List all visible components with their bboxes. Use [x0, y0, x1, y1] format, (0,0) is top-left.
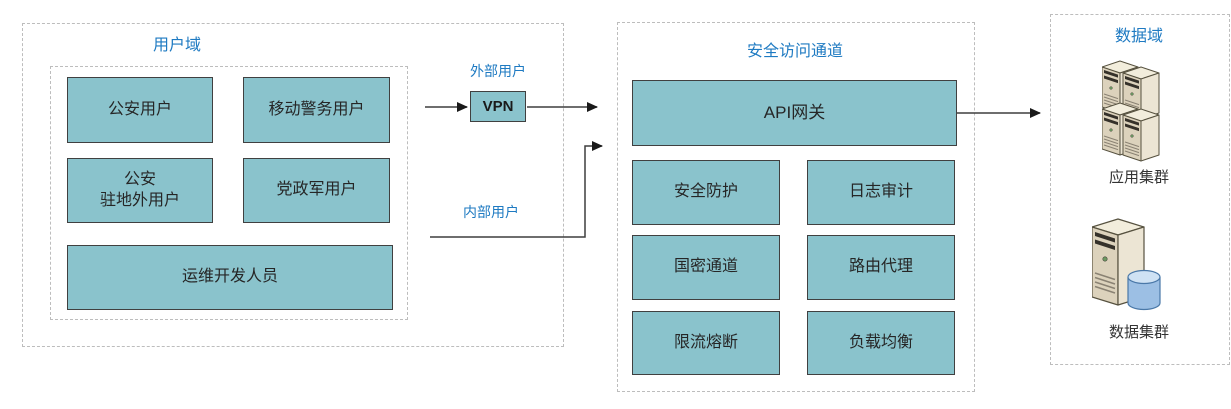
box-security-protection: 安全防护 — [632, 160, 780, 225]
box-public-security-users: 公安用户 — [67, 77, 213, 143]
data-domain-title: 数据域 — [1114, 28, 1163, 45]
box-national-crypto-channel: 国密通道 — [632, 235, 780, 300]
vpn-box: VPN — [470, 91, 526, 122]
internal-users-label: 内部用户 — [463, 204, 519, 220]
box-mobile-police-users: 移动警务用户 — [243, 77, 390, 143]
database-server-icon — [1092, 218, 1161, 311]
data-cluster-label: 数据集群 — [1108, 324, 1169, 341]
user-domain-inner-container — [50, 66, 408, 320]
gateway-domain-title: 安全访问通道 — [746, 43, 843, 60]
box-rate-limit-circuit-break: 限流熔断 — [632, 311, 780, 375]
user-domain-title: 用户域 — [152, 37, 201, 54]
box-log-audit: 日志审计 — [807, 160, 955, 225]
data-domain-container — [1050, 14, 1230, 365]
box-routing-proxy: 路由代理 — [807, 235, 955, 300]
box-api-gateway: API网关 — [632, 80, 957, 146]
app-cluster-label: 应用集群 — [1108, 169, 1169, 186]
box-offsite-public-security-users: 公安 驻地外用户 — [67, 158, 213, 223]
box-ops-dev-personnel: 运维开发人员 — [67, 245, 393, 310]
box-load-balance: 负载均衡 — [807, 311, 955, 375]
external-users-label: 外部用户 — [470, 63, 526, 79]
server-cluster-icon — [1102, 60, 1160, 162]
gateway-domain-container — [617, 22, 975, 392]
box-party-gov-military-users: 党政军用户 — [243, 158, 390, 223]
